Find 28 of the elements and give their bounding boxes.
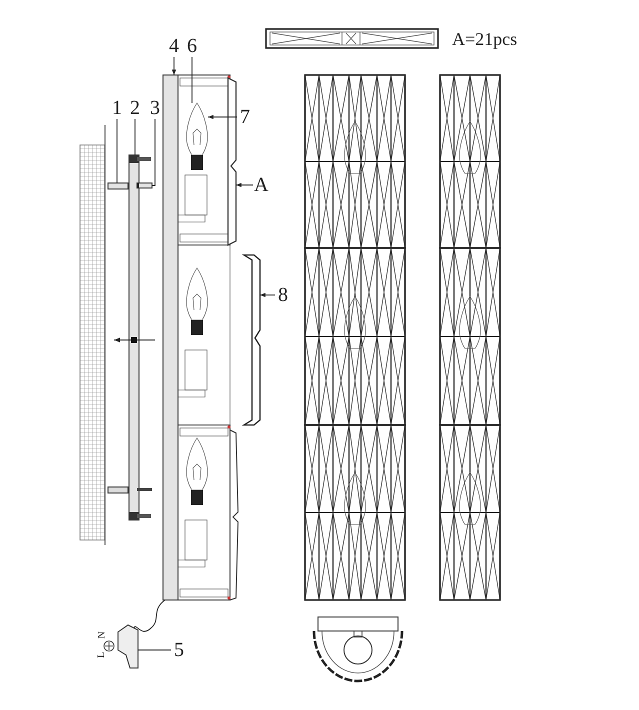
quantity-note: A=21pcs (452, 30, 518, 48)
callout-number: 1 (110, 98, 124, 118)
callout-number: A (254, 175, 268, 195)
callout-number: 3 (148, 98, 162, 118)
leader-line (134, 118, 136, 156)
terminal-block (118, 624, 138, 668)
terminal-label: N (98, 631, 108, 639)
screw (136, 182, 152, 188)
glass-panel (242, 254, 261, 426)
wall-plug (108, 182, 128, 190)
leader-line (152, 118, 156, 186)
callout-number: 8 (276, 285, 290, 305)
power-cable (134, 600, 166, 632)
callout-number: 6 (185, 36, 199, 56)
leader-line (208, 114, 238, 120)
callout-number: 7 (238, 107, 252, 127)
back-plate (162, 74, 178, 600)
terminal-label: L (97, 652, 108, 658)
candle-bulb (186, 102, 208, 170)
callout-number: 5 (172, 640, 186, 660)
leader-line (260, 292, 276, 298)
leader-line (236, 182, 254, 188)
leader-line (116, 118, 118, 184)
leader-line (172, 56, 176, 76)
crystal-panel (227, 77, 237, 246)
callout-number: 4 (167, 36, 181, 56)
mounting-rail (128, 154, 140, 520)
callout-number: 2 (128, 98, 142, 118)
